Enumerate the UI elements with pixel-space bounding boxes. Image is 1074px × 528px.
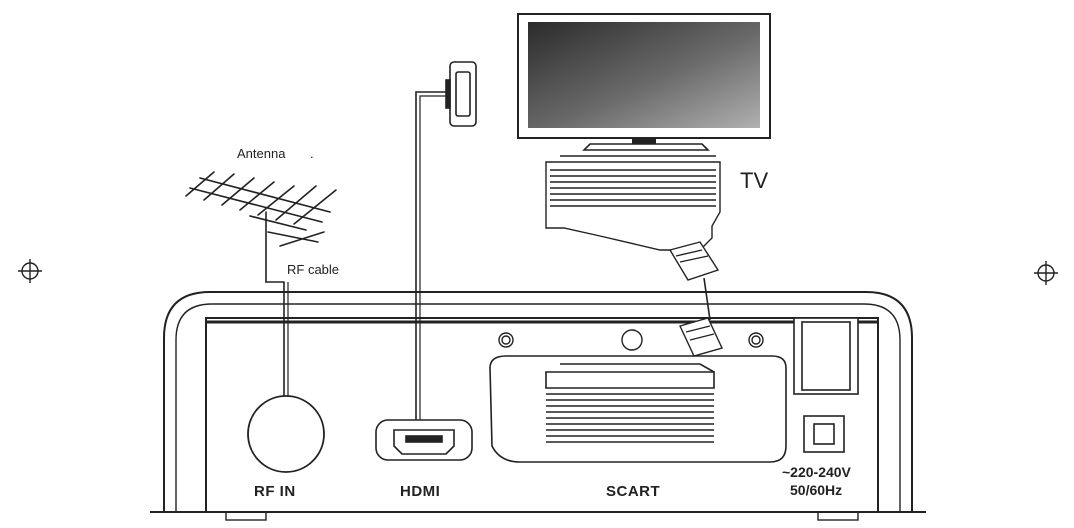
power-voltage-label: ~220-240V (782, 464, 852, 480)
screw-holes (498, 329, 764, 351)
scart-plug-bottom-icon (679, 317, 723, 357)
rf-in-label: RF IN (254, 483, 296, 500)
hdmi-port (375, 419, 473, 461)
scart-label: SCART (606, 483, 660, 500)
antenna-label: Antenna (237, 146, 286, 161)
registration-mark-left-icon (18, 259, 42, 283)
rf-cable-label: RF cable (287, 262, 339, 277)
hdmi-plug-icon (445, 61, 477, 127)
power-frequency-label: 50/60Hz (790, 482, 842, 498)
yagi-antenna-icon (185, 171, 337, 283)
antenna-dot-label: . (310, 146, 314, 161)
tv-label: TV (740, 168, 768, 193)
receiver-body (150, 291, 926, 521)
hdmi-cable-inner (419, 95, 450, 426)
registration-mark-right-icon (1034, 261, 1058, 285)
scart-port (489, 355, 787, 463)
scart-plug-icon (545, 155, 721, 281)
hdmi-label: HDMI (400, 483, 440, 500)
flat-screen-tv-icon (517, 13, 771, 151)
hdmi-cable (415, 91, 450, 426)
scart-cable (703, 277, 711, 321)
power-socket-icon (803, 415, 845, 453)
power-switch-housing (793, 317, 859, 395)
rf-in-port (247, 395, 325, 473)
